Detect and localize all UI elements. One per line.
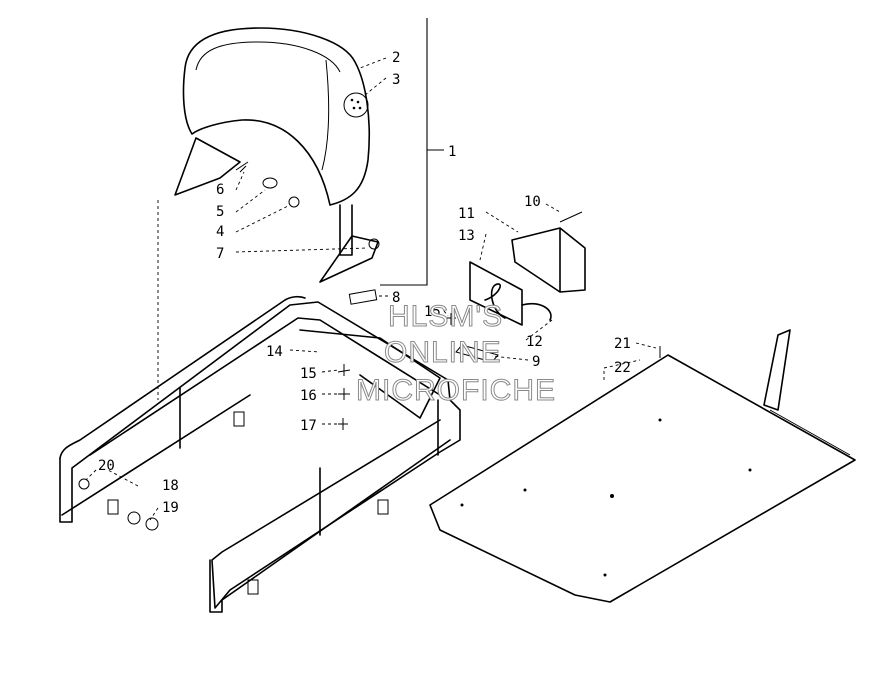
bolt-6 — [235, 161, 249, 173]
leader-7 — [235, 247, 369, 253]
callout-1: 1 — [448, 144, 456, 160]
rack-tab-3 — [247, 579, 259, 595]
rack-side-plate — [299, 329, 441, 419]
rack-tab-4 — [107, 499, 119, 515]
cap-20 — [78, 478, 90, 490]
callout-3: 3 — [392, 72, 400, 88]
rear-rack — [59, 295, 461, 613]
leader-22 — [603, 359, 641, 380]
skid-plate-hole — [610, 494, 614, 498]
leader-3 — [364, 77, 387, 96]
callout-15-lower: 15 — [300, 366, 317, 382]
skid-plate-hole — [658, 418, 662, 422]
watermark-line-1: HLSM'S — [388, 300, 503, 333]
callout-6: 6 — [216, 182, 224, 198]
leader-20 — [85, 469, 97, 481]
washer-5 — [262, 177, 278, 189]
plate-9 — [455, 344, 499, 363]
rack-bottom-rail — [209, 439, 451, 613]
bolt-19-b — [145, 517, 159, 531]
callout-10: 10 — [524, 194, 541, 210]
backrest-post — [339, 204, 353, 256]
washer-16 — [338, 388, 350, 400]
leader-13 — [479, 233, 487, 261]
callouts: 1 2 3 6 5 4 7 8 9 10 11 13 12 15 14 15 1… — [98, 50, 631, 516]
callout-22: 22 — [614, 360, 631, 376]
emblem-texture — [352, 106, 356, 110]
leader-lines — [85, 18, 657, 521]
callout-21: 21 — [614, 336, 631, 352]
leader-2 — [359, 57, 387, 69]
nut-7 — [368, 238, 380, 250]
callout-5: 5 — [216, 204, 224, 220]
callout-15-upper: 15 — [424, 304, 441, 320]
callout-19: 19 — [162, 500, 179, 516]
light-housing-11 — [511, 227, 586, 293]
nut-17 — [338, 418, 348, 430]
hardware — [78, 161, 586, 531]
screw-10 — [559, 211, 583, 223]
callout-18: 18 — [162, 478, 179, 494]
skid-plate-hole — [603, 573, 607, 577]
rack-tab-1 — [233, 411, 245, 427]
leader-10 — [545, 203, 561, 213]
backrest-left-bracket — [174, 137, 241, 196]
decal-8 — [348, 289, 378, 305]
leader-19 — [149, 507, 159, 521]
leader-15a — [443, 310, 449, 317]
skid-plate-hole — [748, 468, 752, 472]
leader-21 — [635, 342, 657, 349]
rack-left-rail — [59, 295, 306, 459]
bolt-19-a — [127, 511, 141, 525]
skid-plate-outline — [429, 354, 856, 603]
backrest-assembly — [174, 27, 379, 283]
backrest-emblem — [343, 92, 369, 118]
callout-11: 11 — [458, 206, 475, 222]
callout-14: 14 — [266, 344, 283, 360]
callout-12: 12 — [526, 334, 543, 350]
leader-9 — [491, 355, 529, 361]
nut-4 — [288, 196, 300, 208]
skid-plate — [429, 329, 856, 603]
callout-20: 20 — [98, 458, 115, 474]
callout-2: 2 — [392, 50, 400, 66]
backrest-side-seam — [321, 59, 330, 171]
skid-plate-hole — [523, 488, 527, 492]
skid-plate-hole — [460, 503, 464, 507]
leader-14 — [289, 349, 321, 353]
watermark: HLSM'S ONLINE MICROFICHE — [356, 300, 556, 408]
callout-16: 16 — [300, 388, 317, 404]
backrest-right-bracket — [319, 235, 379, 283]
backrest-pad — [182, 27, 371, 206]
skid-plate-tab — [763, 329, 791, 411]
leader-5 — [235, 189, 266, 213]
license-bracket-13 — [469, 261, 523, 326]
bolt-15-lower — [337, 364, 351, 376]
callout-8: 8 — [392, 290, 400, 306]
emblem-texture — [356, 100, 360, 104]
callout-7: 7 — [216, 246, 224, 262]
watermark-line-2: ONLINE — [384, 336, 502, 369]
rack-outer-frame — [59, 301, 461, 609]
callout-13: 13 — [458, 228, 475, 244]
rack-tab-2 — [377, 499, 389, 515]
callout-17: 17 — [300, 418, 317, 434]
rack-inner-rail — [89, 317, 441, 456]
leader-11 — [485, 211, 519, 233]
leader-15b — [321, 369, 339, 373]
bolt-15-upper — [446, 313, 456, 325]
callout-9: 9 — [532, 354, 540, 370]
leader-6 — [235, 171, 245, 191]
backrest-seam — [195, 41, 341, 73]
bracket-line-1 — [380, 18, 444, 286]
watermark-line-3: MICROFICHE — [356, 374, 556, 407]
skid-plate-inner-edge — [769, 409, 851, 456]
leader-4 — [235, 205, 289, 233]
rack-front-rail — [61, 394, 251, 516]
emblem-texture — [358, 106, 362, 110]
callout-4: 4 — [216, 224, 224, 240]
wire-harness-12 — [484, 283, 552, 321]
emblem-texture — [350, 98, 354, 102]
